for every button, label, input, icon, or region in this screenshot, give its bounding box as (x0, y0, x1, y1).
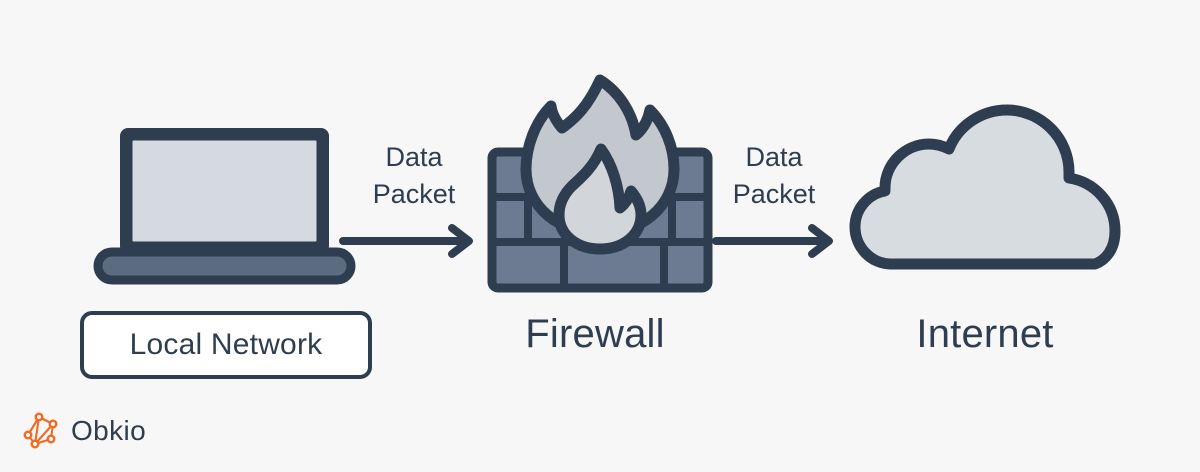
data-packet-label-2: Data Packet (696, 139, 852, 214)
local-network-label: Local Network (129, 328, 323, 361)
data-packet-label-1-line2: Packet (372, 179, 456, 210)
data-packet-label-2-line1: Data (745, 142, 803, 172)
obkio-wordmark: Obkio (71, 415, 147, 446)
flame-inner (553, 143, 647, 255)
data-packet-label-1-line1: Data (385, 142, 443, 172)
firewall-label: Firewall (525, 312, 665, 356)
laptop-icon (93, 128, 356, 285)
arrow-right-icon-1 (339, 224, 473, 258)
laptop-base (93, 247, 356, 285)
data-packet-label-2-line2: Packet (732, 179, 816, 210)
firewall-brick-wall-flame-icon (487, 74, 713, 293)
cloud-icon (849, 104, 1121, 270)
arrow-head (808, 224, 833, 258)
local-network-label-box: Local Network (80, 311, 372, 379)
obkio-network-nodes-icon (23, 412, 58, 449)
arrow-right-icon-2 (712, 224, 833, 258)
data-packet-label-1: Data Packet (336, 139, 492, 214)
cloud-shape (849, 104, 1121, 270)
laptop-screen-display (130, 138, 319, 244)
arrow-head (448, 224, 473, 258)
obkio-logo: Obkio (22, 410, 146, 452)
internet-label: Internet (916, 312, 1054, 356)
obkio-logo-nodes (23, 412, 58, 449)
